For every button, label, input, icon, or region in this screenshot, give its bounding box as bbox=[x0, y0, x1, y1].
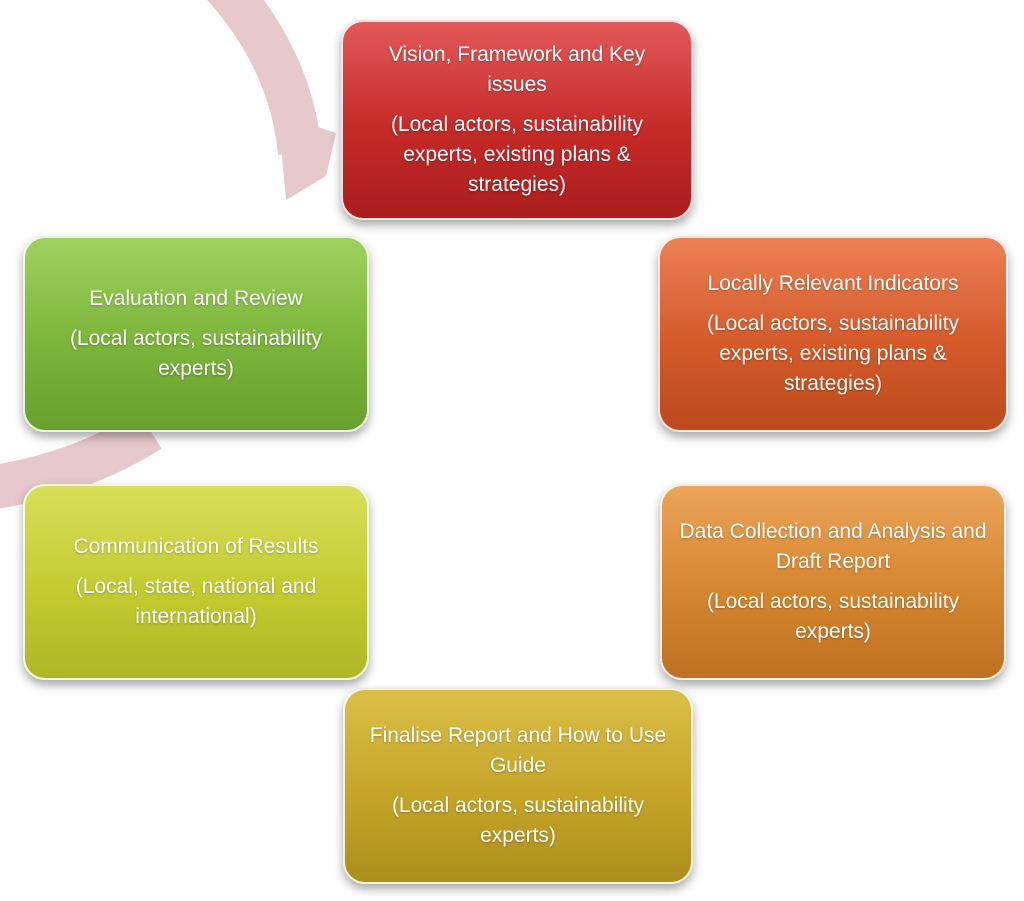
stage-detail: (Local, state, national and internationa… bbox=[75, 575, 317, 628]
stage-data-collection: Data Collection and Analysis and Draft R… bbox=[660, 484, 1006, 680]
stage-evaluation-and-review: Evaluation and Review (Local actors, sus… bbox=[23, 236, 369, 432]
stage-title: Communication of Results bbox=[73, 535, 319, 558]
stage-title: Finalise Report and How to Use Guide bbox=[369, 724, 667, 777]
stage-detail: (Local actors, sustainability experts) bbox=[69, 327, 323, 380]
stage-detail: (Local actors, sustainability experts, e… bbox=[706, 312, 960, 395]
stage-communication-of-results: Communication of Results (Local, state, … bbox=[23, 484, 369, 680]
stage-detail: (Local actors, sustainability experts) bbox=[706, 590, 960, 643]
stage-title: Data Collection and Analysis and Draft R… bbox=[679, 520, 987, 573]
stage-title: Locally Relevant Indicators bbox=[707, 272, 959, 295]
stage-finalise-report: Finalise Report and How to Use Guide (Lo… bbox=[343, 688, 693, 884]
stage-locally-relevant-indicators: Locally Relevant Indicators (Local actor… bbox=[658, 236, 1008, 432]
stage-detail: (Local actors, sustainability experts) bbox=[391, 794, 645, 847]
cycle-arrowhead bbox=[278, 114, 336, 200]
stage-title: Vision, Framework and Key issues bbox=[388, 43, 646, 96]
stage-title: Evaluation and Review bbox=[89, 287, 303, 310]
stage-vision-framework: Vision, Framework and Key issues (Local … bbox=[341, 20, 693, 220]
stage-detail: (Local actors, sustainability experts, e… bbox=[390, 113, 644, 196]
